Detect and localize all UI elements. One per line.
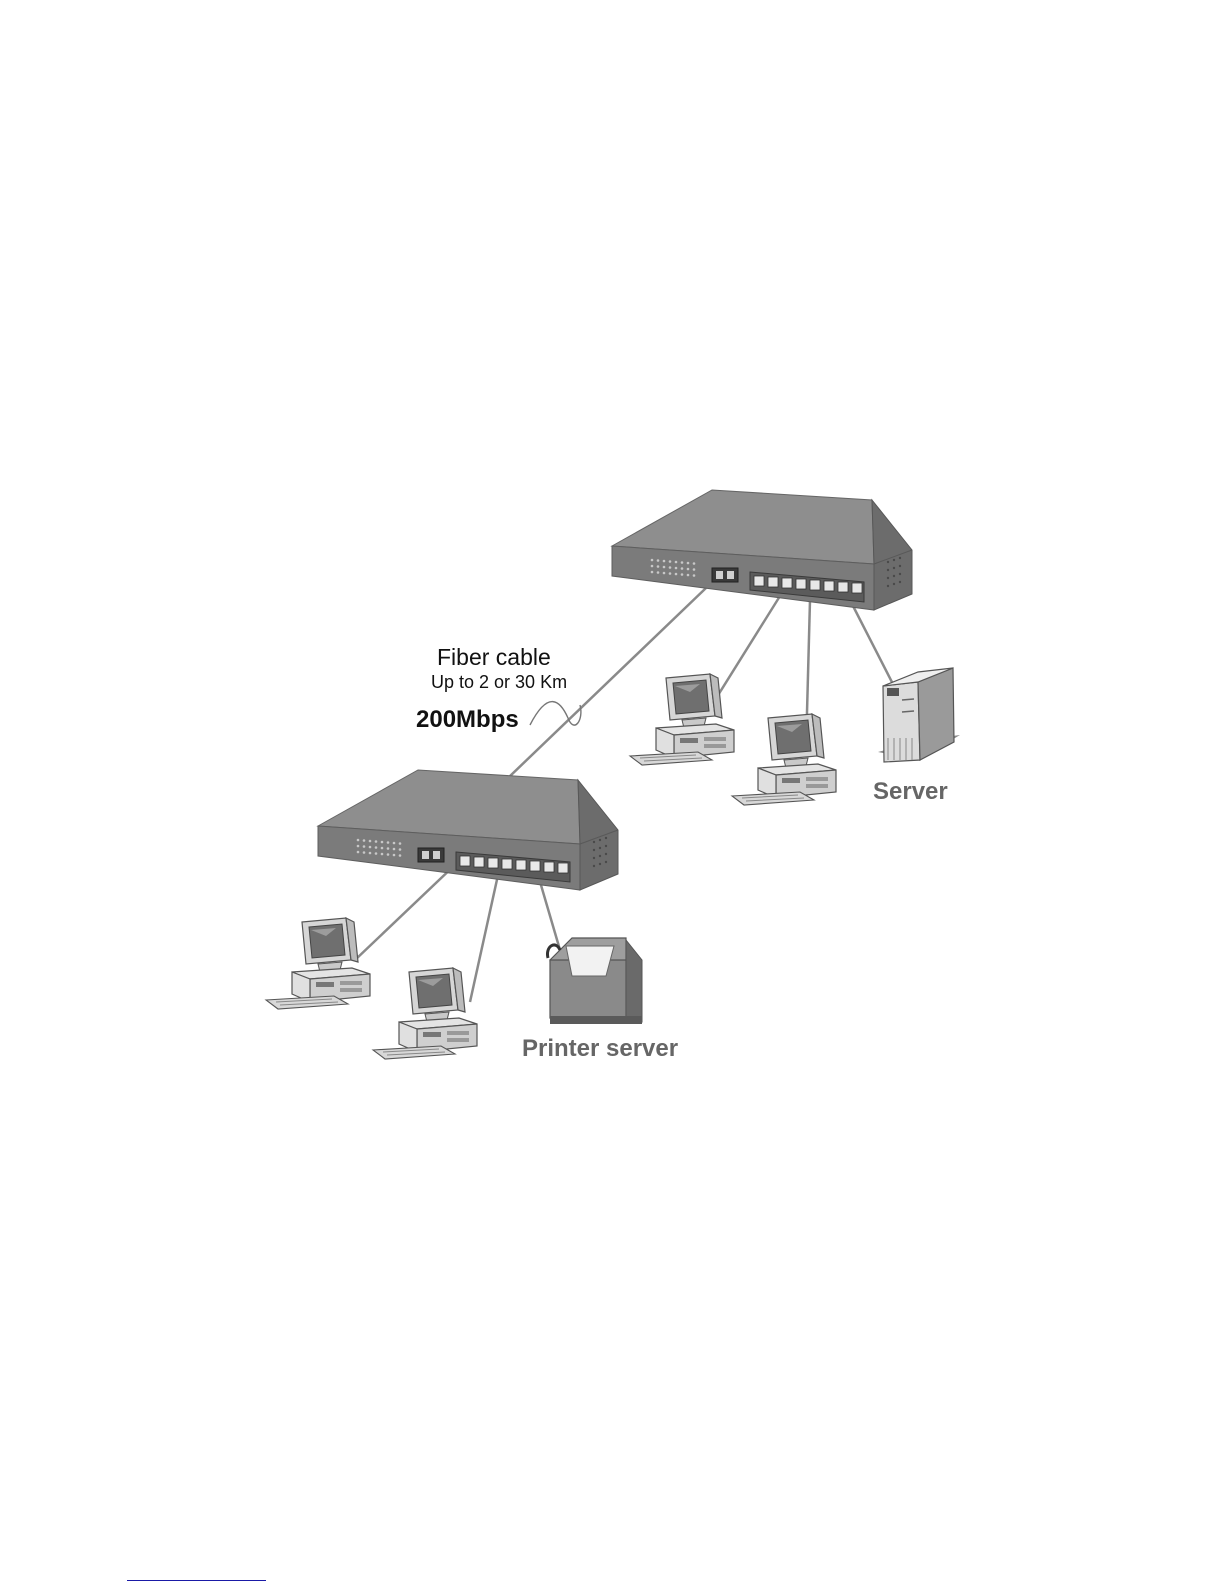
printer-server-label: Printer server: [522, 1035, 678, 1063]
desktop-pc-icon: [630, 674, 734, 765]
desktop-pc-icon: [266, 918, 370, 1009]
switch-icon: [612, 490, 912, 610]
fiber-cable-icon: [530, 702, 581, 725]
printer-icon: [547, 938, 642, 1024]
fiber-cable-label: Fiber cable: [437, 644, 551, 671]
fiber-distance-label: Up to 2 or 30 Km: [431, 672, 567, 693]
switch-icon: [318, 770, 618, 890]
server-label: Server: [873, 778, 948, 806]
server-tower-icon: [878, 668, 960, 762]
footer-rule: [127, 1580, 266, 1581]
speed-label: 200Mbps: [416, 706, 519, 734]
desktop-pc-icon: [373, 968, 477, 1059]
desktop-pc-icon: [732, 714, 836, 805]
